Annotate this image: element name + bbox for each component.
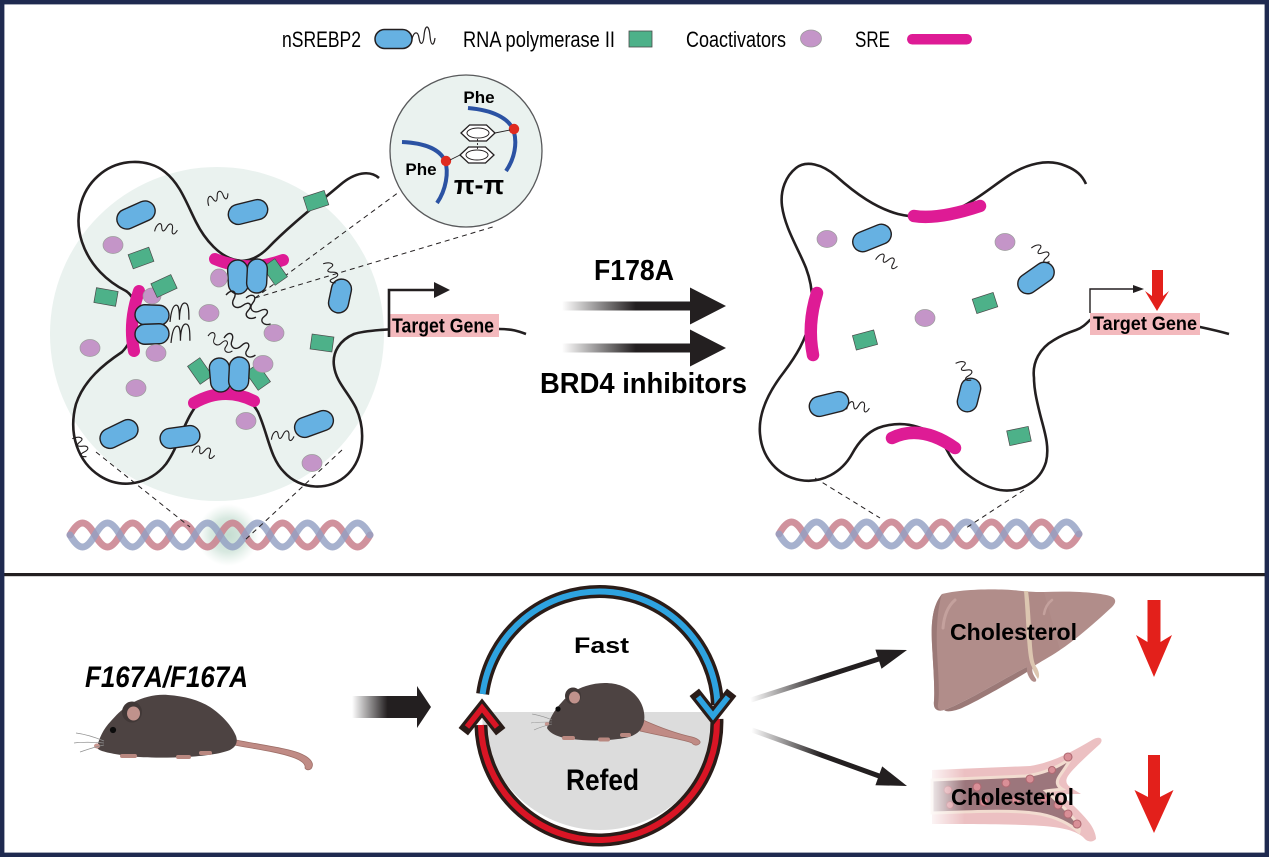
svg-text:Cholesterol: Cholesterol <box>951 784 1074 810</box>
svg-text:Fast: Fast <box>574 633 630 658</box>
svg-text:RNA polymerase II: RNA polymerase II <box>463 27 615 52</box>
svg-text:Cholesterol: Cholesterol <box>950 619 1077 645</box>
svg-text:SRE: SRE <box>855 27 890 52</box>
svg-text:Refed: Refed <box>566 764 639 797</box>
svg-text:F178A: F178A <box>594 255 674 287</box>
svg-text:π-π: π-π <box>454 170 504 200</box>
svg-text:Phe: Phe <box>405 160 436 179</box>
svg-text:BRD4 inhibitors: BRD4 inhibitors <box>540 368 747 400</box>
svg-text:Target Gene: Target Gene <box>1093 313 1197 335</box>
svg-text:F167A/F167A: F167A/F167A <box>85 661 248 694</box>
svg-text:Coactivators: Coactivators <box>686 27 786 52</box>
svg-text:Target Gene: Target Gene <box>392 316 494 338</box>
svg-text:Phe: Phe <box>463 88 494 107</box>
svg-text:nSREBP2: nSREBP2 <box>282 27 361 52</box>
